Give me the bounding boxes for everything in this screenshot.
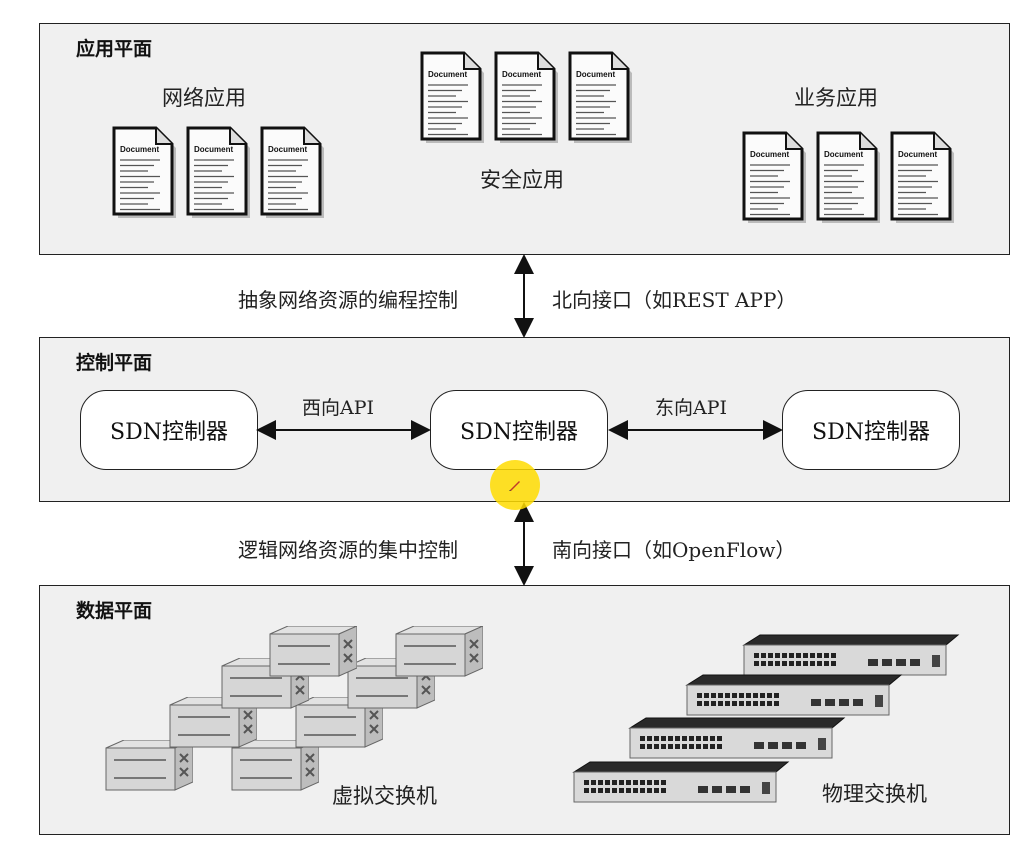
document-icon: Document [738, 129, 808, 225]
south-right-label: 南向接口（如OpenFlow） [552, 538, 796, 562]
physical-switch-icon [683, 673, 903, 717]
north-right-label: 北向接口（如REST APP） [552, 288, 797, 312]
business-apps-documents: Document Document Document [738, 129, 956, 225]
document-icon: Document [108, 124, 178, 220]
control-plane-title: 控制平面 [76, 352, 153, 374]
sdn-controller-west[interactable]: SDN控制器 [80, 390, 258, 470]
network-apps-label: 网络应用 [162, 86, 246, 110]
document-icon: Document [256, 124, 326, 220]
south-left-label: 逻辑网络资源的集中控制 [238, 538, 458, 562]
svg-text:Document: Document [194, 145, 233, 154]
west-api-label: 西向API [302, 397, 375, 419]
north-left-label: 抽象网络资源的编程控制 [238, 288, 458, 312]
document-icon: Document [416, 49, 486, 145]
document-icon: Document [886, 129, 956, 225]
physical-switch-icon [740, 633, 960, 677]
document-icon: Document [564, 49, 634, 145]
document-icon: Document [490, 49, 560, 145]
physical-switch-icon [626, 716, 846, 760]
virtual-switch-label: 虚拟交换机 [332, 784, 437, 808]
pen-cursor-icon [509, 481, 520, 491]
east-api-label: 东向API [655, 397, 728, 419]
physical-switch-icon [570, 760, 790, 804]
application-plane: 应用平面 网络应用 安全应用 业务应用 Document Document Do… [39, 23, 1010, 255]
physical-switch-label: 物理交换机 [822, 782, 927, 806]
business-apps-label: 业务应用 [794, 86, 878, 110]
cursor-highlight [490, 460, 540, 510]
network-apps-documents: Document Document Document [108, 124, 326, 220]
application-plane-title: 应用平面 [76, 38, 153, 60]
virtual-switch-icon [262, 625, 358, 681]
security-apps-label: 安全应用 [480, 168, 564, 192]
svg-text:Document: Document [428, 70, 467, 79]
svg-text:Document: Document [120, 145, 159, 154]
document-icon: Document [182, 124, 252, 220]
svg-text:Document: Document [898, 150, 937, 159]
svg-text:Document: Document [750, 150, 789, 159]
data-plane-title: 数据平面 [76, 600, 153, 622]
svg-text:Document: Document [824, 150, 863, 159]
svg-text:Document: Document [502, 70, 541, 79]
svg-text:Document: Document [576, 70, 615, 79]
document-icon: Document [812, 129, 882, 225]
svg-text:Document: Document [268, 145, 307, 154]
security-apps-documents: Document Document Document [416, 49, 634, 145]
sdn-controller-east[interactable]: SDN控制器 [782, 390, 960, 470]
sdn-controller-center[interactable]: SDN控制器 [430, 390, 608, 470]
